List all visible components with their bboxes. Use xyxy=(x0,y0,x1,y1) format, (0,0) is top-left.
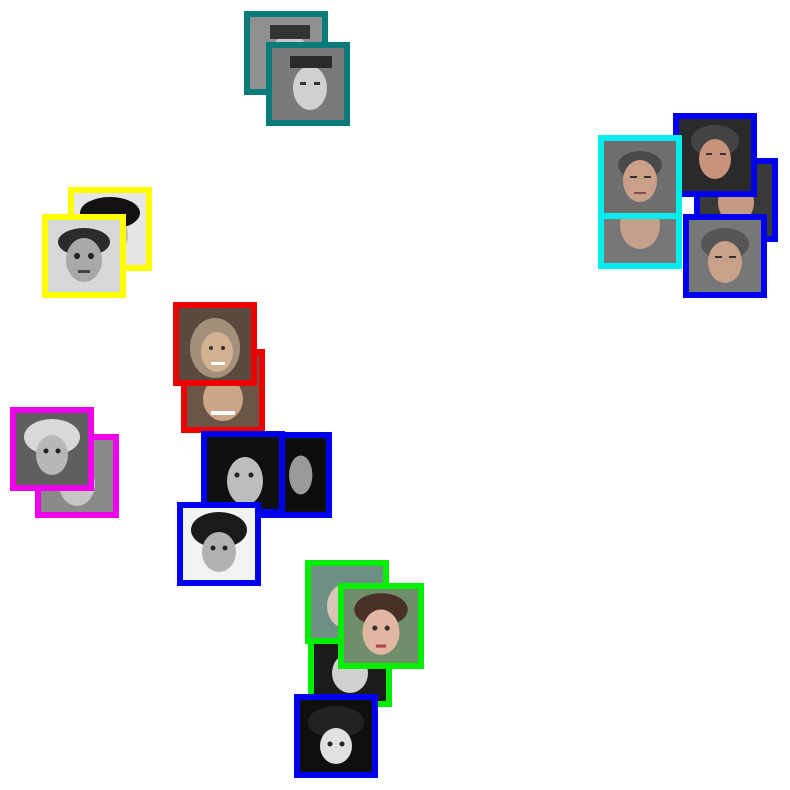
color-elderly-woman-portrait-icon xyxy=(679,119,751,191)
bw-woman-dark-hair-portrait-icon xyxy=(183,508,255,580)
thumb-teal-2 xyxy=(266,42,350,126)
thumb-red-2 xyxy=(173,302,257,386)
thumb-yellow-2 xyxy=(42,214,126,298)
bw-woman-dark-hair-portrait-icon xyxy=(300,700,372,772)
bw-man-portrait-icon xyxy=(272,48,344,120)
bw-woman-dark-hair-portrait-icon xyxy=(207,437,279,509)
thumb-green-3 xyxy=(338,583,424,669)
color-elderly-woman-portrait-icon xyxy=(604,141,676,213)
color-elderly-woman-portrait-icon xyxy=(689,220,761,292)
thumb-blue-5 xyxy=(201,431,285,515)
thumb-blue-3 xyxy=(683,214,767,298)
color-woman-portrait-icon xyxy=(344,589,418,663)
bw-woman-portrait-icon xyxy=(48,220,120,292)
thumb-blue-7 xyxy=(294,694,378,778)
thumb-cyan-2 xyxy=(598,135,682,219)
thumb-magenta-2 xyxy=(10,407,94,491)
bw-woman-headdress-portrait-icon xyxy=(16,413,88,485)
thumb-blue-6 xyxy=(177,502,261,586)
color-woman-headscarf-portrait-icon xyxy=(179,308,251,380)
thumb-blue-2 xyxy=(673,113,757,197)
